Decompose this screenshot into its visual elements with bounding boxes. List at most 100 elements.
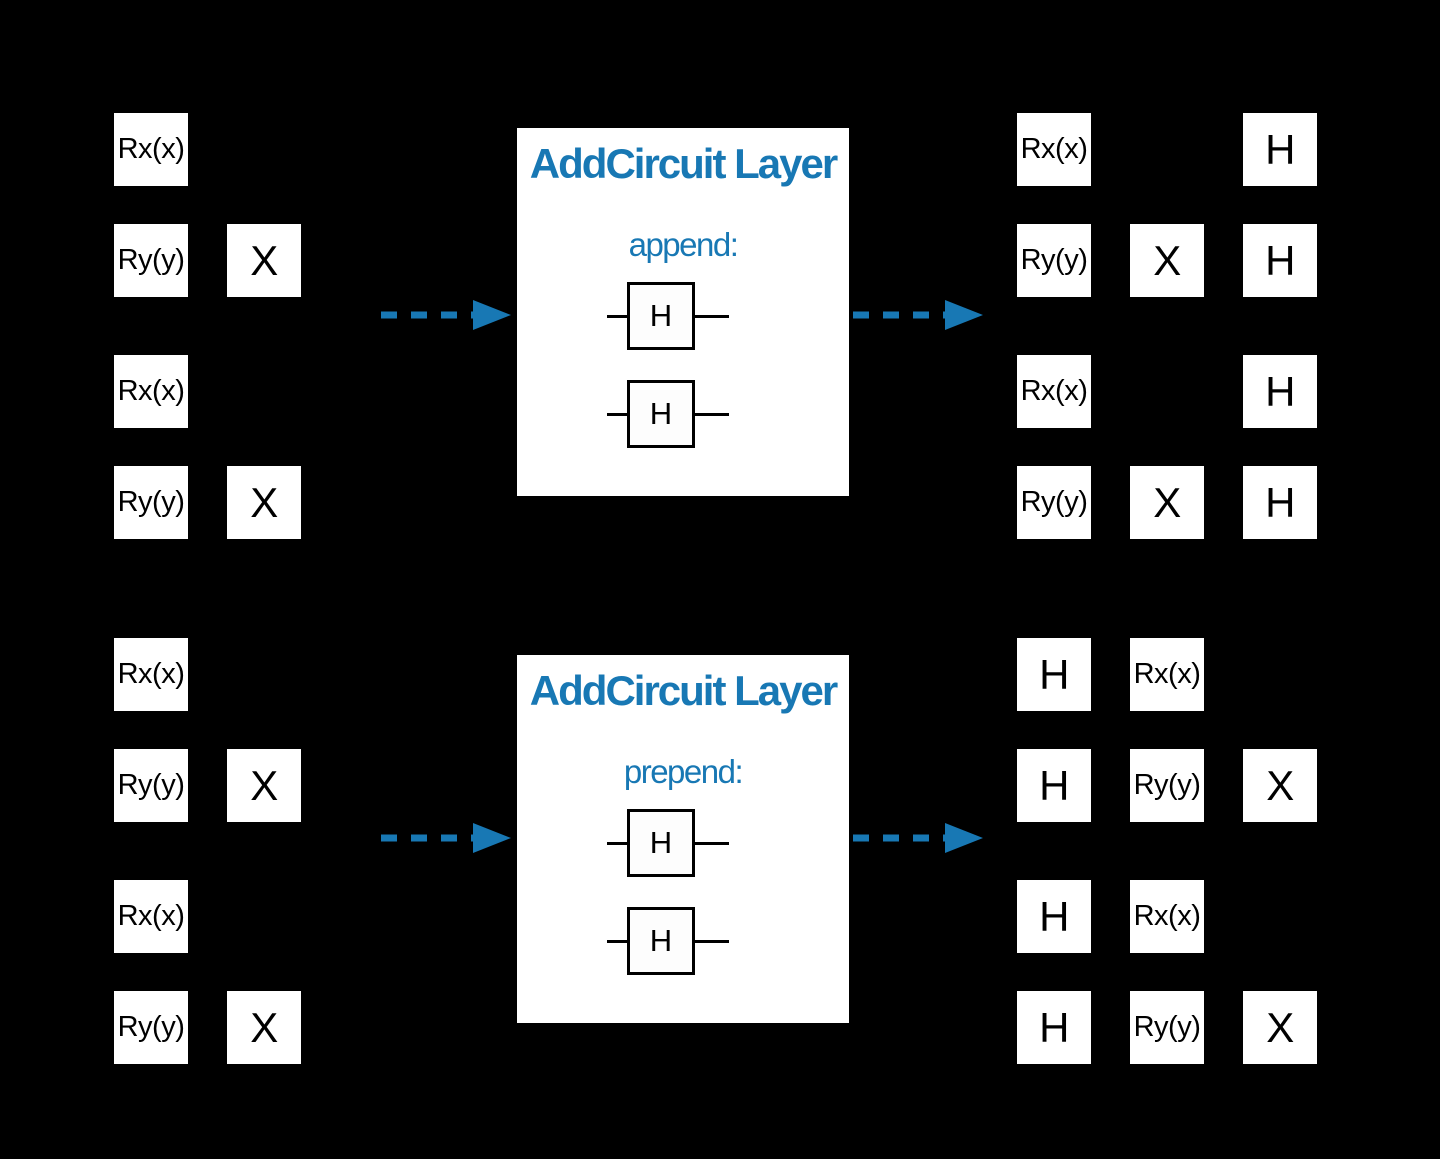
gate-rxx: Rx(x) <box>114 113 188 186</box>
wire-stub-left <box>607 314 627 318</box>
empty-slot <box>340 880 414 953</box>
empty-slot <box>340 991 414 1064</box>
circuit-row: Rx(x) <box>114 880 453 953</box>
gate-rxx: Rx(x) <box>1017 113 1091 186</box>
gate-h: H <box>1017 880 1091 953</box>
layer-title: AddCircuit Layer <box>529 140 838 187</box>
wire-stub-left <box>607 412 627 416</box>
embedded-gate-h: H <box>607 809 729 877</box>
arrow-head <box>473 823 511 853</box>
empty-slot <box>227 638 301 711</box>
flow-arrow-bottom-left <box>381 823 511 853</box>
gate-x: X <box>227 466 301 539</box>
circuit-row: Ry(y) X <box>114 466 453 539</box>
gate-rxx: Rx(x) <box>114 355 188 428</box>
empty-slot <box>1130 355 1204 428</box>
empty-slot <box>340 355 414 428</box>
gate-ryy: Ry(y) <box>114 466 188 539</box>
gate-h: H <box>1017 749 1091 822</box>
circuit-row: H Ry(y) X <box>1017 749 1356 822</box>
gate-box: H <box>627 380 695 448</box>
circuit-bottom-input: Rx(x) Ry(y) X Rx(x) Ry(y) X <box>114 638 453 1102</box>
gate-rxx: Rx(x) <box>1130 638 1204 711</box>
circuit-row: Rx(x) <box>114 638 453 711</box>
gate-x: X <box>227 991 301 1064</box>
wire-stub-left <box>607 841 627 845</box>
gate-h: H <box>1017 991 1091 1064</box>
gate-x: X <box>1243 991 1317 1064</box>
gate-h: H <box>1243 355 1317 428</box>
wire-stub-right <box>695 412 729 416</box>
gate-box: H <box>627 907 695 975</box>
circuit-row: Rx(x) <box>114 355 453 428</box>
empty-slot <box>340 749 414 822</box>
flow-arrow-top-right <box>853 300 983 330</box>
circuit-row: Ry(y) X <box>114 749 453 822</box>
arrow-head <box>945 300 983 330</box>
gate-x: X <box>1130 224 1204 297</box>
gate-x: X <box>227 749 301 822</box>
circuit-row: Rx(x) H <box>1017 113 1356 186</box>
gate-x: X <box>227 224 301 297</box>
empty-slot <box>340 224 414 297</box>
empty-slot <box>1130 113 1204 186</box>
layer-mode-label: prepend: <box>623 753 744 790</box>
wire-stub-right <box>695 841 729 845</box>
layer-title: AddCircuit Layer <box>529 667 838 714</box>
layer-mode-label: append: <box>628 226 739 263</box>
arrow-head <box>473 300 511 330</box>
embedded-gate-h: H <box>607 282 729 350</box>
flow-arrow-bottom-right <box>853 823 983 853</box>
gate-box: H <box>627 809 695 877</box>
embedded-gate-h: H <box>607 907 729 975</box>
circuit-row: Ry(y) X <box>114 224 453 297</box>
circuit-top-input: Rx(x) Ry(y) X Rx(x) Ry(y) X <box>114 113 453 577</box>
wire-stub-right <box>695 314 729 318</box>
gate-rxx: Rx(x) <box>114 880 188 953</box>
empty-slot <box>227 880 301 953</box>
empty-slot <box>340 638 414 711</box>
empty-slot <box>227 113 301 186</box>
empty-slot <box>1243 638 1317 711</box>
circuit-row: Rx(x) <box>114 113 453 186</box>
gate-rxx: Rx(x) <box>1017 355 1091 428</box>
empty-slot <box>340 466 414 539</box>
gate-ryy: Ry(y) <box>1017 224 1091 297</box>
gate-ryy: Ry(y) <box>114 224 188 297</box>
gate-ryy: Ry(y) <box>1130 991 1204 1064</box>
gate-x: X <box>1130 466 1204 539</box>
gate-ryy: Ry(y) <box>1130 749 1204 822</box>
circuit-row: Ry(y) X <box>114 991 453 1064</box>
wire-stub-right <box>695 939 729 943</box>
circuit-row: Rx(x) H <box>1017 355 1356 428</box>
gate-ryy: Ry(y) <box>1017 466 1091 539</box>
empty-slot <box>1243 880 1317 953</box>
gate-ryy: Ry(y) <box>114 991 188 1064</box>
gate-box: H <box>627 282 695 350</box>
circuit-row: H Ry(y) X <box>1017 991 1356 1064</box>
gate-h: H <box>1243 466 1317 539</box>
flow-arrow-top-left <box>381 300 511 330</box>
embedded-gate-h: H <box>607 380 729 448</box>
arrow-head <box>945 823 983 853</box>
wire-stub-left <box>607 939 627 943</box>
gate-h: H <box>1243 113 1317 186</box>
gate-x: X <box>1243 749 1317 822</box>
circuit-row: H Rx(x) <box>1017 880 1356 953</box>
gate-rxx: Rx(x) <box>114 638 188 711</box>
gate-rxx: Rx(x) <box>1130 880 1204 953</box>
gate-h: H <box>1243 224 1317 297</box>
empty-slot <box>227 355 301 428</box>
gate-ryy: Ry(y) <box>114 749 188 822</box>
empty-slot <box>340 113 414 186</box>
